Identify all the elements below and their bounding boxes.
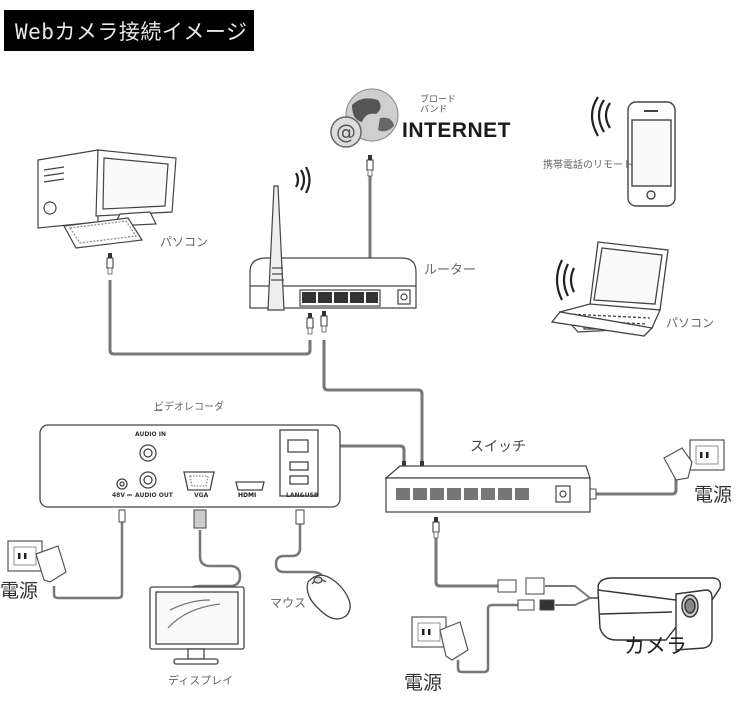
wifi-waves-icon [590, 96, 611, 137]
camera-label: カメラ [624, 634, 687, 658]
mouse-label: マウス [270, 596, 307, 610]
port-power-label: 48V ⎓ [112, 492, 132, 499]
power-adapter-icon [411, 616, 469, 661]
cable-nvr-vga [188, 530, 242, 593]
cable-camera-split [545, 585, 600, 599]
cable-nvr-power [52, 520, 124, 600]
cables [52, 175, 678, 674]
port-audio-out-label: AUDIO OUT [135, 492, 173, 499]
port-audio-in-label: AUDIO IN [135, 431, 166, 438]
laptop-label: パソコン [666, 316, 715, 330]
nvr-device [39, 424, 341, 508]
nvr-plugs [118, 509, 305, 529]
wifi-waves-icon [555, 259, 575, 301]
switch-label: スイッチ [470, 439, 526, 455]
mouse-icon [306, 574, 351, 620]
cable-camera-power-split [555, 597, 591, 606]
wifi-waves-icon [295, 166, 311, 194]
port-hdmi-label: HDMI [238, 492, 257, 499]
monitor-icon [149, 586, 245, 665]
broadband-line1: ブロード [420, 95, 457, 105]
cable-router-switch [322, 340, 424, 465]
title-banner: Webカメラ接続イメージ [4, 10, 254, 51]
laptop-icon [550, 241, 669, 337]
bullet-camera-icon [597, 577, 722, 651]
svg-text:@: @ [336, 120, 356, 144]
desktop-pc-label: パソコン [160, 235, 209, 249]
smartphone-icon [627, 101, 676, 207]
port-vga-label: VGA [194, 492, 209, 499]
cable-switch-power [595, 476, 678, 496]
power-adapter-icon [7, 540, 67, 583]
power-nvr-label: 電源 [0, 580, 39, 602]
power-switch-label: 電源 [694, 484, 733, 506]
cable-nvr-mouse [274, 522, 323, 577]
camera-pigtail [497, 577, 555, 611]
cable-switch-camera [434, 530, 500, 588]
cable-pc-router [108, 280, 312, 356]
page-title: Webカメラ接続イメージ [15, 19, 248, 44]
desktop-computer-icon [37, 149, 177, 249]
network-switch-icon [384, 465, 591, 513]
cable-nvr-switch [340, 444, 406, 465]
broadband-line2: バンド [420, 105, 448, 115]
nvr-label-underline [154, 410, 162, 411]
internet-label: INTERNET [402, 119, 511, 142]
smartphone-label: 携帯電話のリモート [543, 160, 633, 171]
power-adapter-icon [663, 439, 725, 481]
power-camera-label: 電源 [404, 672, 443, 694]
port-lan-usb-label: LAN&USB [286, 492, 319, 499]
display-label: ディスプレイ [168, 674, 234, 687]
globe-at-icon: @ [330, 88, 399, 148]
wifi-router-icon [249, 185, 417, 311]
broadband-label: ブロード バンド [420, 95, 456, 115]
router-label: ルーター [424, 263, 477, 278]
cable-camera-power [456, 603, 520, 674]
nvr-label: ビデオレコーダ [154, 402, 224, 413]
